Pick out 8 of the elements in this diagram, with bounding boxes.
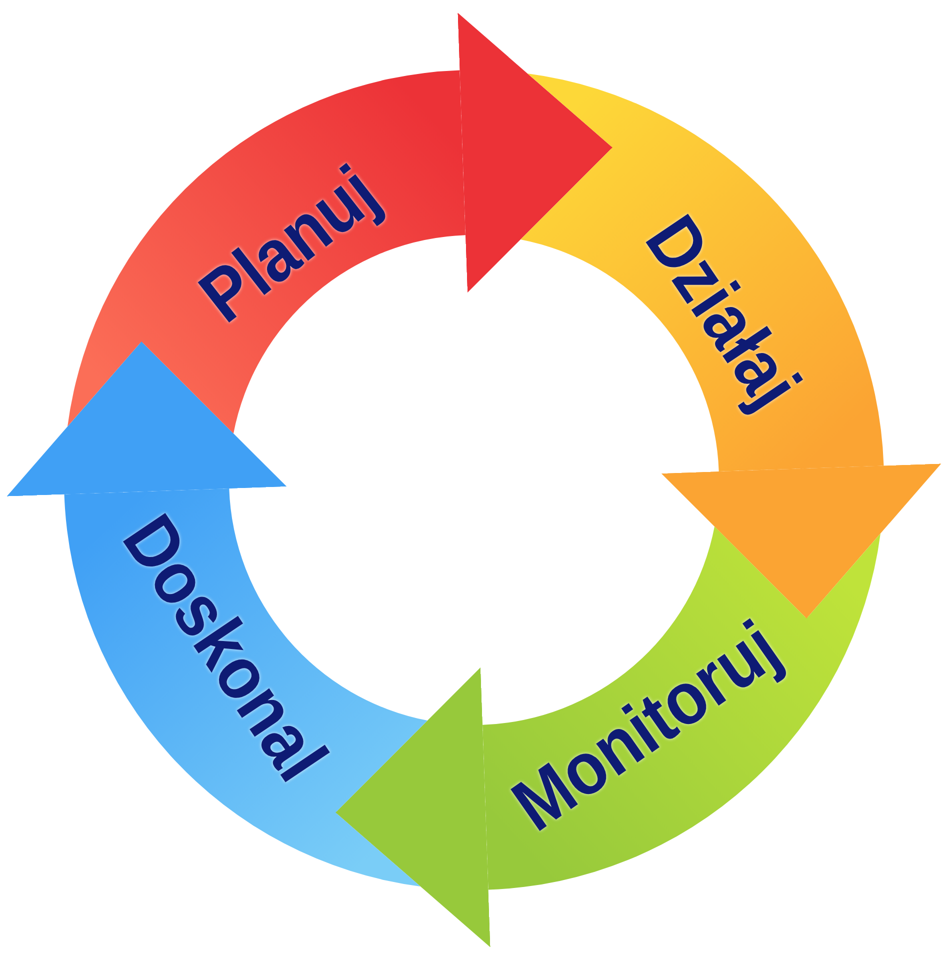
arrowhead	[661, 464, 942, 619]
curved-band	[64, 488, 428, 887]
curved-band	[482, 526, 881, 890]
arrowhead	[335, 667, 490, 948]
curved-band	[520, 73, 884, 472]
arrowhead	[6, 341, 287, 496]
arrowhead	[458, 12, 613, 293]
curved-band	[67, 70, 466, 434]
